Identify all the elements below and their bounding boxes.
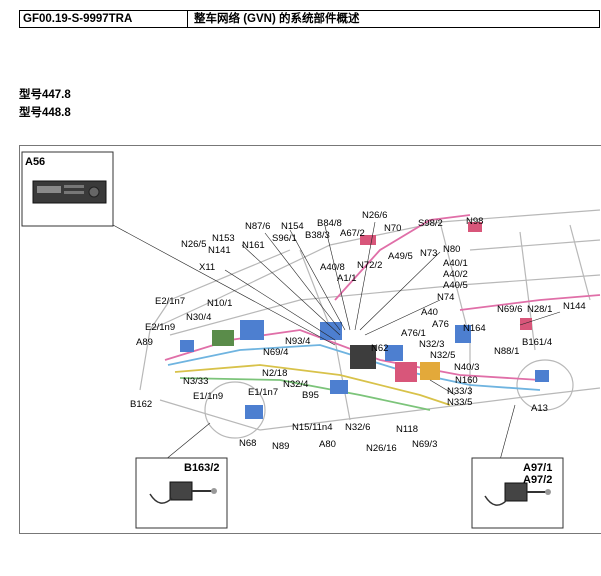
label-a67-2: A67/2	[340, 228, 365, 239]
label-n161: N161	[242, 240, 265, 251]
label-n141: N141	[208, 245, 231, 256]
inset-b163-2	[135, 457, 228, 529]
label-n69-3: N69/3	[412, 439, 437, 450]
label-a80: A80	[319, 439, 336, 450]
label-n70: N70	[384, 223, 401, 234]
label-a40-5: A40/5	[443, 280, 468, 291]
label-n3-33: N3/33	[183, 376, 208, 387]
label-s98-2: S98/2	[418, 218, 443, 229]
component-blocks	[180, 222, 549, 419]
label-a40-2: A40/2	[443, 269, 468, 280]
label-b84-8: B84/8	[317, 218, 342, 229]
label-x11: X11	[199, 262, 215, 273]
inset-a97	[471, 457, 564, 529]
label-a1-1: A1/1	[337, 273, 357, 284]
label-n118: N118	[396, 424, 418, 435]
label-b163-2: B163/2	[184, 462, 219, 474]
inset-a56	[21, 151, 114, 227]
label-b161-4: B161/4	[522, 337, 552, 348]
label-n30-4: N30/4	[186, 312, 211, 323]
label-a13: A13	[531, 403, 548, 414]
label-n69-6: N69/6	[497, 304, 522, 315]
document-title: 整车网络 (GVN) 的系统部件概述	[194, 13, 360, 25]
label-n15-11n4: N15/11n4	[292, 422, 333, 433]
label-b38-3: B38/3	[305, 230, 330, 241]
label-e1-1n7: E1/1n7	[248, 387, 278, 398]
label-n98: N98	[466, 216, 483, 227]
label-e1-1n9: E1/1n9	[193, 391, 223, 402]
label-a89: A89	[136, 337, 153, 348]
label-s96-1: S96/1	[272, 233, 297, 244]
label-n144: N144	[563, 301, 586, 312]
label-n69-4: N69/4	[263, 347, 288, 358]
label-n164: N164	[463, 323, 486, 334]
component-labels: N87/6 N154 B84/8 N26/6 S98/2 N98 N153 S9…	[130, 210, 586, 454]
label-n2-18: N2/18	[262, 368, 287, 379]
label-a76-1: A76/1	[401, 328, 426, 339]
label-n62: N62	[371, 343, 388, 354]
document-header: GF00.19-S-9997TRA 整车网络 (GVN) 的系统部件概述	[19, 10, 600, 28]
label-a56: A56	[25, 156, 45, 168]
label-n160: N160	[455, 375, 478, 386]
leader-lines	[112, 221, 561, 461]
label-a40-8: A40/8	[320, 262, 345, 273]
label-n33-5: N33/5	[447, 397, 472, 408]
label-n32-5: N32/5	[430, 350, 455, 361]
label-n80: N80	[443, 244, 460, 255]
model-line-2: 型号448.8	[19, 107, 71, 119]
label-n26-16: N26/16	[366, 443, 397, 454]
label-a76: A76	[432, 319, 449, 330]
label-n33-3: N33/3	[447, 386, 472, 397]
label-b95: B95	[302, 390, 319, 401]
label-n93-4: N93/4	[285, 336, 310, 347]
label-a97-1: A97/1	[523, 462, 552, 474]
label-a40: A40	[421, 307, 438, 318]
label-n72-2: N72/2	[357, 260, 382, 271]
document-code: GF00.19-S-9997TRA	[20, 11, 188, 27]
label-e2-1n9: E2/1n9	[145, 322, 175, 333]
label-n26-6: N26/6	[362, 210, 387, 221]
label-n28-1: N28/1	[527, 304, 552, 315]
label-n88-1: N88/1	[494, 346, 519, 357]
label-a40-1: A40/1	[443, 258, 468, 269]
label-n10-1: N10/1	[207, 298, 232, 309]
label-n40-3: N40/3	[454, 362, 479, 373]
label-n74: N74	[437, 292, 454, 303]
label-a49-5: A49/5	[388, 251, 413, 262]
label-b162: B162	[130, 399, 152, 410]
label-n32-4: N32/4	[283, 379, 308, 390]
label-n26-5: N26/5	[181, 239, 206, 250]
label-n68: N68	[239, 438, 256, 449]
label-n154: N154	[281, 221, 304, 232]
label-n73: N73	[420, 248, 437, 259]
label-n153: N153	[212, 233, 235, 244]
label-e2-1n7: E2/1n7	[155, 296, 185, 307]
label-n32-3: N32/3	[419, 339, 444, 350]
label-n32-6: N32/6	[345, 422, 370, 433]
label-n87-6: N87/6	[245, 221, 270, 232]
label-a97-2: A97/2	[523, 474, 552, 486]
label-n89: N89	[272, 441, 289, 452]
model-line-1: 型号447.8	[19, 89, 71, 101]
